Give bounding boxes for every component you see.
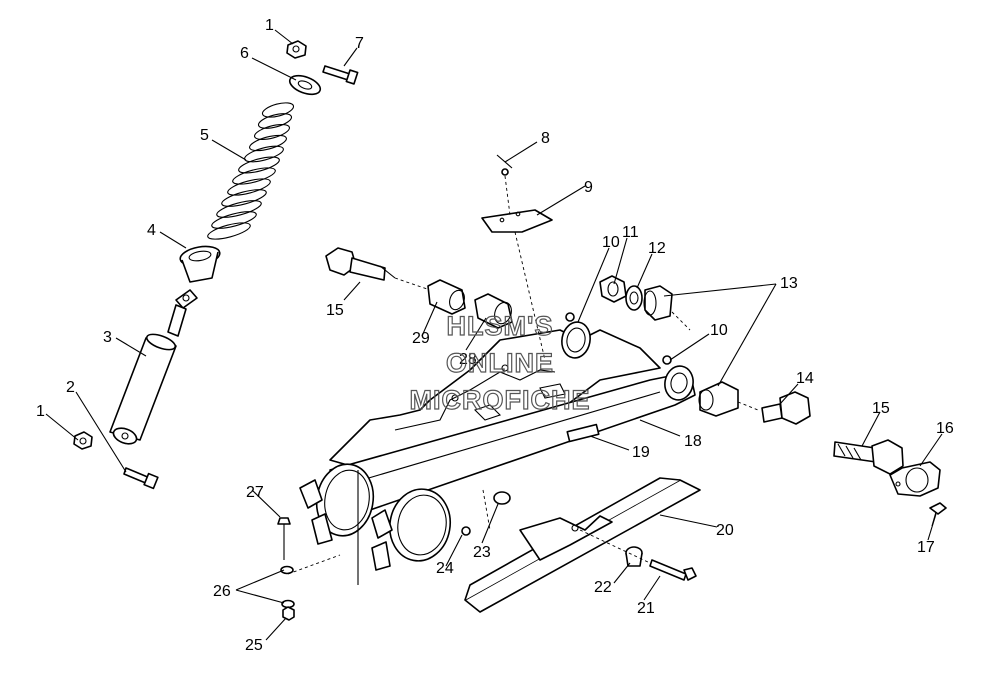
watermark: HLSM'S ONLINE MICROFICHE	[409, 310, 591, 415]
screw-17	[929, 502, 947, 527]
callout-14: 14	[796, 370, 814, 387]
bolt-left	[325, 247, 396, 281]
bolt-right-15	[833, 439, 904, 475]
spring-seat-cup	[179, 245, 221, 283]
shock-nut-top	[286, 40, 307, 59]
callout-2: 2	[66, 379, 75, 396]
callout-18: 18	[684, 433, 702, 450]
bolt-27	[277, 517, 291, 560]
callout-10-right: 10	[710, 322, 728, 339]
spacer-22	[625, 546, 643, 567]
callout-15-left: 15	[326, 302, 344, 319]
callout-29: 29	[412, 330, 430, 347]
callout-26: 26	[213, 583, 231, 600]
callout-23: 23	[473, 544, 491, 561]
callout-3: 3	[103, 329, 112, 346]
callout-1-bottom: 1	[36, 403, 45, 420]
callout-24: 24	[436, 560, 454, 577]
washer-23	[493, 491, 511, 505]
callout-8: 8	[541, 130, 550, 147]
callout-6: 6	[240, 45, 249, 62]
washer-26a	[280, 565, 294, 575]
fitting-24	[461, 526, 471, 536]
pin-top	[322, 65, 359, 85]
leader-lines	[45, 29, 943, 641]
callout-28: 28	[459, 351, 477, 368]
coil-spring	[207, 102, 295, 240]
callout-11: 11	[622, 224, 639, 241]
callout-25: 25	[245, 637, 263, 654]
hex-nut-11	[599, 275, 627, 303]
callout-12: 12	[648, 240, 666, 257]
cover-plate	[481, 209, 553, 233]
callout-16: 16	[936, 420, 954, 437]
callout-27: 27	[246, 484, 264, 501]
watermark-line-3: MICROFICHE	[410, 385, 591, 415]
callout-labels: 1 6 7 5 4 3 2 1 8 9 10 11 12 13 10 14 15…	[36, 17, 954, 654]
callout-15-right: 15	[872, 400, 890, 417]
callout-5: 5	[200, 127, 209, 144]
callout-22: 22	[594, 579, 612, 596]
callout-21: 21	[637, 600, 655, 617]
washer-12	[625, 285, 643, 311]
callout-13: 13	[780, 275, 798, 292]
nut-25	[282, 606, 295, 621]
shock-nut-bottom	[73, 431, 93, 450]
callout-1-top: 1	[265, 17, 274, 34]
bushing-29	[427, 279, 466, 315]
bearing-housing	[561, 312, 672, 365]
callout-19: 19	[632, 444, 650, 461]
bushing-28	[474, 293, 513, 329]
spring-retainer	[288, 74, 322, 96]
swing-arm-hoops	[299, 463, 451, 585]
shock-absorber	[109, 289, 198, 445]
grease-fitting	[496, 154, 513, 176]
watermark-line-1: HLSM'S	[447, 311, 554, 341]
pin-bottom	[123, 467, 159, 490]
slide-rail-20	[464, 477, 701, 613]
callout-7: 7	[355, 35, 364, 52]
watermark-line-2: ONLINE	[446, 348, 554, 378]
callout-20: 20	[716, 522, 734, 539]
callout-10-top: 10	[602, 234, 620, 251]
pivot-bolt-14	[761, 391, 811, 425]
retaining-plate-16	[889, 461, 941, 497]
bushing-13	[643, 285, 673, 321]
callout-9: 9	[584, 179, 593, 196]
bushing-13b	[698, 381, 739, 417]
callout-17: 17	[917, 539, 935, 556]
callout-4: 4	[147, 222, 156, 239]
bolt-21	[649, 559, 697, 581]
